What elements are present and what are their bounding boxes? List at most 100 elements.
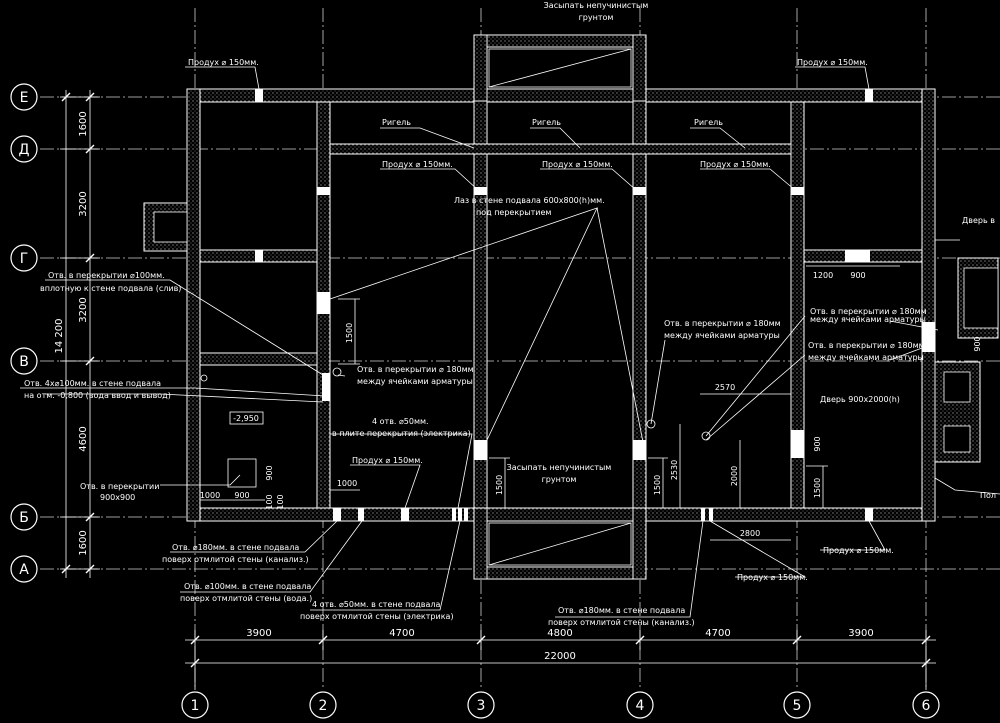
- svg-text:900: 900: [973, 336, 982, 351]
- svg-text:А: А: [19, 562, 29, 578]
- svg-text:В: В: [19, 354, 29, 370]
- svg-text:4: 4: [636, 698, 645, 714]
- svg-text:Лаз в стене подвала 600х800(h): Лаз в стене подвала 600х800(h)мм.: [454, 196, 605, 205]
- svg-text:Засыпать непучинистым: Засыпать непучинистым: [544, 1, 649, 10]
- svg-text:2530: 2530: [670, 460, 679, 480]
- svg-text:100: 100: [265, 494, 274, 509]
- svg-text:Продух ⌀ 150мм.: Продух ⌀ 150мм.: [188, 58, 259, 67]
- svg-text:Б: Б: [19, 510, 29, 526]
- svg-text:Дверь 900х2000(h): Дверь 900х2000(h): [820, 395, 900, 404]
- svg-text:3200: 3200: [78, 297, 89, 322]
- svg-text:Засыпать непучинистым: Засыпать непучинистым: [507, 463, 612, 472]
- svg-text:Отв. в перекрытии: Отв. в перекрытии: [80, 482, 159, 491]
- svg-text:6: 6: [922, 698, 931, 714]
- svg-text:4 отв. ⌀50мм. в стене подвала: 4 отв. ⌀50мм. в стене подвала: [312, 600, 440, 609]
- svg-text:100: 100: [925, 330, 934, 345]
- local-dimensions: 1500 1500 1500 2530 2000 2570 2800 1500 …: [200, 265, 982, 541]
- svg-text:между ячейками арматуры: между ячейками арматуры: [808, 353, 924, 362]
- svg-text:Отв. ⌀180мм. в стене подвала: Отв. ⌀180мм. в стене подвала: [172, 543, 299, 552]
- svg-text:1500: 1500: [345, 323, 354, 343]
- svg-text:1600: 1600: [78, 111, 89, 136]
- svg-text:3900: 3900: [246, 628, 271, 639]
- bottom-dimension-chain: 3900 4700 4800 4700 3900 22000: [185, 628, 936, 690]
- svg-text:1: 1: [191, 698, 200, 714]
- svg-text:1600: 1600: [78, 530, 89, 555]
- svg-text:2800: 2800: [740, 529, 760, 538]
- svg-text:14 200: 14 200: [54, 319, 65, 354]
- axis-bubble-2: 2: [309, 691, 337, 719]
- svg-text:Отв. 4х⌀100мм. в стене подвала: Отв. 4х⌀100мм. в стене подвала: [24, 379, 161, 388]
- svg-text:1200: 1200: [813, 271, 833, 280]
- svg-text:5: 5: [793, 698, 802, 714]
- svg-text:1500: 1500: [813, 478, 822, 498]
- svg-text:2570: 2570: [715, 383, 735, 392]
- svg-text:900: 900: [234, 491, 249, 500]
- svg-text:Отв. в перекрытии ⌀100мм.: Отв. в перекрытии ⌀100мм.: [48, 271, 165, 280]
- svg-text:на отм. -0,800 (вода ввод и вы: на отм. -0,800 (вода ввод и вывод): [24, 391, 171, 400]
- svg-text:поверх отмлитой стены (канализ: поверх отмлитой стены (канализ.): [548, 618, 695, 627]
- svg-text:поверх отмлитой стены (вода.): поверх отмлитой стены (вода.): [180, 594, 312, 603]
- svg-text:Г: Г: [20, 251, 29, 267]
- svg-text:грунтом: грунтом: [542, 475, 577, 484]
- axis-bubble-A: А: [10, 555, 38, 583]
- axis-bubble-D: Д: [10, 135, 38, 163]
- svg-text:под перекрытием: под перекрытием: [476, 208, 551, 217]
- svg-text:1000: 1000: [337, 479, 357, 488]
- svg-text:между ячейками арматуры: между ячейками арматуры: [810, 315, 926, 324]
- svg-text:Отв. в перекрытии ⌀ 180мм: Отв. в перекрытии ⌀ 180мм: [664, 319, 781, 328]
- svg-text:поверх отмлитой стены (электри: поверх отмлитой стены (электрика): [300, 612, 454, 621]
- svg-text:900: 900: [850, 271, 865, 280]
- svg-text:4800: 4800: [547, 628, 572, 639]
- left-dimension-chain: 1600 3200 3200 4600 1600 14 200: [54, 90, 100, 578]
- svg-text:Ригель: Ригель: [694, 118, 723, 127]
- svg-text:900: 900: [265, 465, 274, 480]
- leader-lines: [20, 66, 1000, 618]
- svg-text:Дверь в: Дверь в: [962, 216, 995, 225]
- axis-bubble-E: Е: [10, 83, 38, 111]
- svg-text:Продух ⌀ 150мм.: Продух ⌀ 150мм.: [542, 160, 613, 169]
- axis-bubble-1: 1: [181, 691, 209, 719]
- svg-text:Д: Д: [19, 142, 30, 158]
- svg-text:поверх отмлитой стены (канализ: поверх отмлитой стены (канализ.): [162, 555, 309, 564]
- svg-text:2000: 2000: [730, 466, 739, 486]
- svg-text:4700: 4700: [389, 628, 414, 639]
- svg-text:Продух ⌀ 150мм.: Продух ⌀ 150мм.: [700, 160, 771, 169]
- svg-text:4 отв. ⌀50мм.: 4 отв. ⌀50мм.: [372, 417, 429, 426]
- basement-walls: [143, 34, 999, 580]
- wall-openings: [255, 89, 935, 521]
- svg-text:1500: 1500: [495, 475, 504, 495]
- svg-text:100: 100: [276, 494, 285, 509]
- svg-text:Продух ⌀ 150мм.: Продух ⌀ 150мм.: [797, 58, 868, 67]
- svg-text:3: 3: [477, 698, 486, 714]
- svg-text:900: 900: [813, 436, 822, 451]
- backfill-boxes: [488, 48, 632, 566]
- svg-text:вплотную к стене подвала (слив: вплотную к стене подвала (слив): [40, 284, 181, 293]
- text-notes: Засыпать непучинистым грунтом Засыпать н…: [24, 1, 996, 627]
- axis-bubble-B: Б: [10, 503, 38, 531]
- svg-text:4600: 4600: [78, 426, 89, 451]
- axis-bubble-3: 3: [467, 691, 495, 719]
- svg-text:1500: 1500: [653, 475, 662, 495]
- svg-text:между ячейками арматуры: между ячейками арматуры: [357, 377, 473, 386]
- svg-text:Пол: Пол: [980, 491, 996, 500]
- svg-text:в плите перекрытия (электрика): в плите перекрытия (электрика): [332, 429, 471, 438]
- svg-text:22000: 22000: [544, 651, 576, 662]
- axis-bubble-G: Г: [10, 244, 38, 272]
- axis-bubble-5: 5: [783, 691, 811, 719]
- svg-text:грунтом: грунтом: [579, 13, 614, 22]
- svg-text:Продух ⌀ 150мм.: Продух ⌀ 150мм.: [382, 160, 453, 169]
- svg-text:2: 2: [319, 698, 328, 714]
- svg-text:Продух ⌀ 150мм.: Продух ⌀ 150мм.: [823, 546, 894, 555]
- svg-text:Отв. ⌀100мм. в стене подвала: Отв. ⌀100мм. в стене подвала: [184, 582, 311, 591]
- svg-text:900х900: 900х900: [100, 493, 135, 502]
- axis-bubble-4: 4: [626, 691, 654, 719]
- svg-text:между ячейками арматуры: между ячейками арматуры: [664, 331, 780, 340]
- svg-text:4700: 4700: [705, 628, 730, 639]
- svg-text:Ригель: Ригель: [382, 118, 411, 127]
- svg-text:3900: 3900: [848, 628, 873, 639]
- svg-text:Продух ⌀ 150мм.: Продух ⌀ 150мм.: [352, 456, 423, 465]
- svg-text:Е: Е: [20, 90, 29, 106]
- svg-text:3200: 3200: [78, 191, 89, 216]
